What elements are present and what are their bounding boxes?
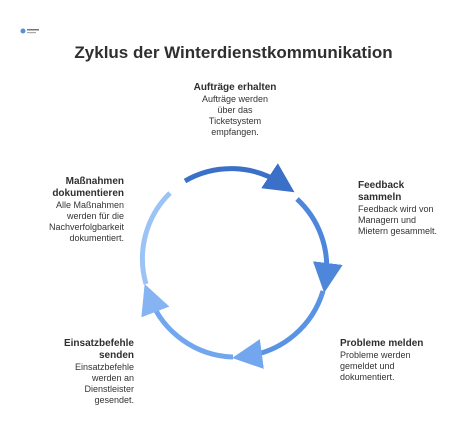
diagram-title: Zyklus der Winterdienstkommunikation bbox=[74, 43, 393, 62]
step-text-line: Dienstleister bbox=[84, 384, 134, 394]
step-text-line: Aufträge werden bbox=[201, 94, 269, 104]
step-text-line: Nachverfolgbarkeit bbox=[48, 222, 124, 232]
step-heading: Aufträge erhalten bbox=[193, 82, 277, 93]
step-text-line: gemeldet und bbox=[340, 361, 395, 371]
step-text-line: Ticketsystem bbox=[208, 116, 262, 126]
step-auftraege-erhalten: Aufträge erhalten Aufträge werden über d… bbox=[170, 82, 300, 138]
step-heading: Einsatzbefehle bbox=[63, 338, 134, 349]
step-text-line: Alle Maßnahmen bbox=[55, 200, 124, 210]
step-text-line: gesendet. bbox=[94, 395, 134, 405]
step-einsatzbefehle-senden: Einsatzbefehle senden Einsatzbefehle wer… bbox=[30, 338, 134, 406]
step-text-line: dokumentiert. bbox=[69, 233, 124, 243]
step-heading: Probleme melden bbox=[340, 338, 424, 349]
step-heading: senden bbox=[98, 350, 134, 361]
step-text-line: Einsatzbefehle bbox=[74, 362, 134, 372]
arc-left bbox=[139, 191, 172, 285]
arc-right bbox=[295, 197, 343, 293]
step-text-line: Feedback wird von bbox=[358, 204, 434, 214]
step-massnahmen-dokumentieren: Maßnahmen dokumentieren Alle Maßnahmen w… bbox=[20, 176, 124, 244]
step-text-line: Managern und bbox=[358, 215, 417, 225]
step-feedback-sammeln: Feedback sammeln Feedback wird von Manag… bbox=[358, 180, 458, 237]
arc-bottom-left bbox=[141, 283, 234, 360]
step-heading: sammeln bbox=[358, 192, 402, 203]
step-text-line: werden für die bbox=[66, 211, 124, 221]
step-text-line: Mietern gesammelt. bbox=[358, 226, 438, 236]
step-heading: Maßnahmen bbox=[65, 176, 124, 187]
step-heading: Feedback bbox=[358, 180, 405, 191]
step-text-line: über das bbox=[217, 105, 253, 115]
step-heading: dokumentieren bbox=[52, 188, 124, 199]
step-text-line: empfangen. bbox=[211, 127, 259, 137]
step-text-line: Probleme werden bbox=[340, 350, 411, 360]
step-text-line: dokumentiert. bbox=[340, 372, 395, 382]
step-text-line: werden an bbox=[91, 373, 134, 383]
company-logo bbox=[20, 27, 40, 35]
step-probleme-melden: Probleme melden Probleme werden gemeldet… bbox=[340, 338, 450, 383]
arc-bottom-right bbox=[232, 290, 326, 369]
arc-top bbox=[183, 163, 295, 193]
